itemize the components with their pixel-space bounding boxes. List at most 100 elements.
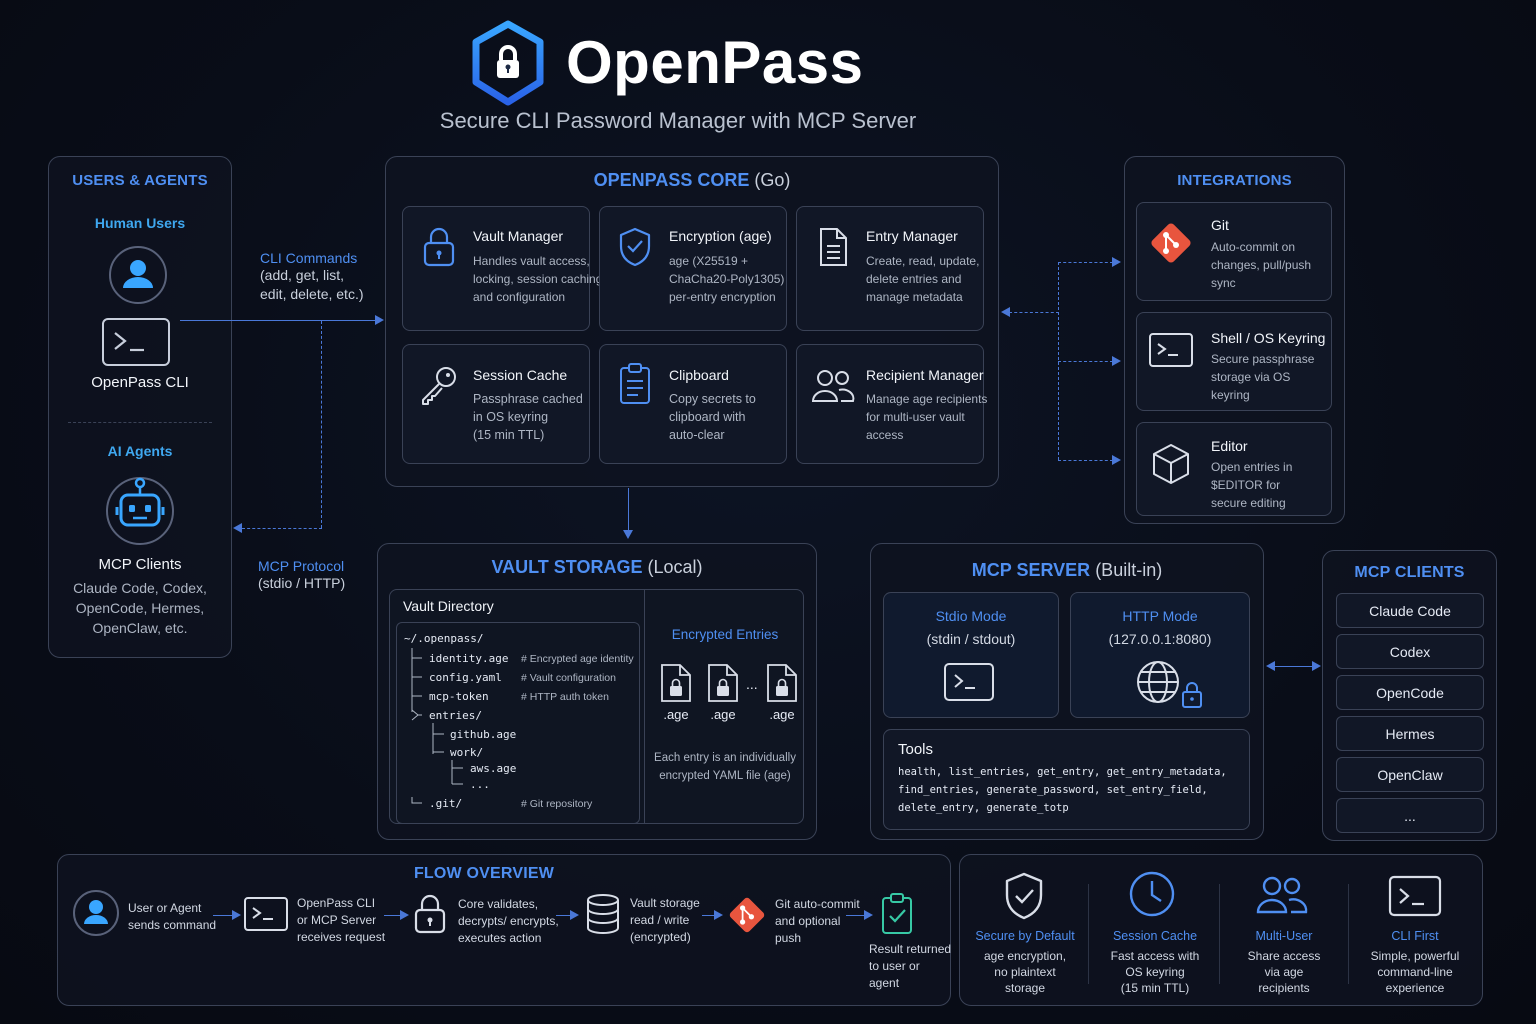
feature-title: CLI First (1391, 929, 1439, 943)
mcp-client-hermes: Hermes (1336, 716, 1484, 751)
database-icon (585, 893, 621, 935)
clipboard-check-icon (880, 892, 914, 936)
encrypted-entries-title: Encrypted Entries (671, 627, 779, 642)
age-file-icon (707, 663, 739, 703)
flow-arrow-head (232, 910, 241, 920)
tree-item-ellipsis: ... (470, 778, 490, 791)
document-icon (817, 226, 849, 268)
tree-comment: # Encrypted age identity (521, 653, 634, 665)
flow-arrow-head (864, 910, 873, 920)
integrations-arrow-shell (1112, 356, 1121, 366)
age-file-label: .age (710, 707, 736, 722)
http-mode-sub: (127.0.0.1:8080) (1108, 631, 1212, 647)
flow-overview-heading: FLOW OVERVIEW (413, 865, 555, 882)
integration-shell-keyring (1136, 312, 1332, 411)
core-card-title: Recipient Manager (866, 367, 984, 383)
clock-icon (1128, 870, 1176, 918)
mcp-clients-arrow-left (1266, 661, 1275, 671)
integrations-link-git (1058, 262, 1113, 263)
shield-check-icon (617, 226, 653, 268)
mcp-clients-arrow-right (1312, 661, 1321, 671)
features-panel (959, 854, 1483, 1006)
integrations-arrow-head-left (1001, 307, 1010, 317)
users-divider (68, 422, 212, 423)
mcp-client-more: ... (1336, 798, 1484, 833)
core-card-desc: age (X25519 +ChaCha20-Poly1305)per-entry… (669, 254, 785, 304)
tree-item-entries: entries/ (429, 709, 482, 722)
header: OpenPass Secure CLI Password Manager wit… (0, 0, 1536, 150)
flow-step-text: Core validates,decrypts/ encrypts,execut… (458, 897, 559, 945)
cli-arrow-head (375, 315, 384, 325)
users-icon (811, 368, 855, 404)
openpass-cli-label: OpenPass CLI (91, 374, 189, 391)
git-icon (725, 893, 769, 937)
http-mode-card (1070, 592, 1250, 718)
feature-divider (1088, 884, 1089, 984)
user-icon (72, 889, 120, 937)
core-card-encryption (599, 206, 787, 331)
mcp-client-claude-code: Claude Code (1336, 593, 1484, 628)
padlock-icon (422, 226, 456, 268)
feature-divider (1219, 884, 1220, 984)
tools-list: health, list_entries, get_entry, get_ent… (898, 766, 1227, 814)
flow-arrow-head (570, 910, 579, 920)
integration-title: Shell / OS Keyring (1211, 330, 1326, 346)
tree-item-git: .git/ (429, 797, 463, 810)
flow-arrow-line (384, 915, 402, 916)
clipboard-icon (618, 362, 652, 406)
tree-item-work: work/ (450, 746, 484, 759)
terminal-icon (243, 896, 289, 932)
cli-arrow-line (180, 320, 376, 321)
logo-shield-icon (470, 20, 546, 106)
tree-item-identity: identity.age (429, 652, 509, 665)
mcp-protocol-line-v (321, 321, 322, 528)
tree-comment: # Git repository (521, 798, 593, 810)
cli-terminal-icon (101, 317, 171, 367)
tools-card (883, 729, 1250, 830)
feature-divider (1348, 884, 1349, 984)
globe-lock-icon (1136, 658, 1206, 712)
tree-item-mcp-token: mcp-token (429, 690, 489, 703)
http-mode-title: HTTP Mode (1122, 608, 1198, 624)
core-heading: OPENPASS CORE (Go) (593, 170, 791, 190)
cube-icon (1150, 442, 1192, 486)
mcp-clients-link (1274, 666, 1314, 667)
integrations-link-editor (1058, 460, 1113, 461)
flow-arrow-line (702, 915, 716, 916)
core-card-title: Session Cache (473, 367, 568, 383)
mcp-clients-label: MCP Clients (98, 556, 182, 573)
integrations-link-h (1009, 312, 1059, 313)
integrations-arrow-editor (1112, 455, 1121, 465)
tools-title: Tools (898, 741, 934, 758)
tree-item-config: config.yaml (429, 671, 502, 684)
core-card-title: Encryption (age) (669, 228, 772, 244)
vault-directory-card (389, 589, 804, 824)
age-file-icon (766, 663, 798, 703)
user-avatar-icon (108, 245, 168, 305)
core-card-title: Clipboard (669, 367, 729, 383)
integrations-arrow-git (1112, 257, 1121, 267)
app-subtitle: Secure CLI Password Manager with MCP Ser… (439, 108, 917, 133)
git-icon (1146, 218, 1196, 268)
tree-root: ~/.openpass/ (404, 632, 484, 645)
mcp-client-openclaw: OpenClaw (1336, 757, 1484, 792)
mcp-protocol-label: MCP Protocol (stdio / HTTP) (258, 558, 346, 591)
mcp-client-opencode: OpenCode (1336, 675, 1484, 710)
terminal-icon (1148, 332, 1194, 368)
core-card-vault-manager (402, 206, 590, 331)
age-file-label: .age (663, 707, 689, 722)
flow-arrow-line (213, 915, 233, 916)
vault-tree-box (396, 622, 640, 824)
stdio-mode-title: Stdio Mode (935, 608, 1007, 624)
mcp-clients-heading: MCP CLIENTS (1354, 564, 1465, 581)
